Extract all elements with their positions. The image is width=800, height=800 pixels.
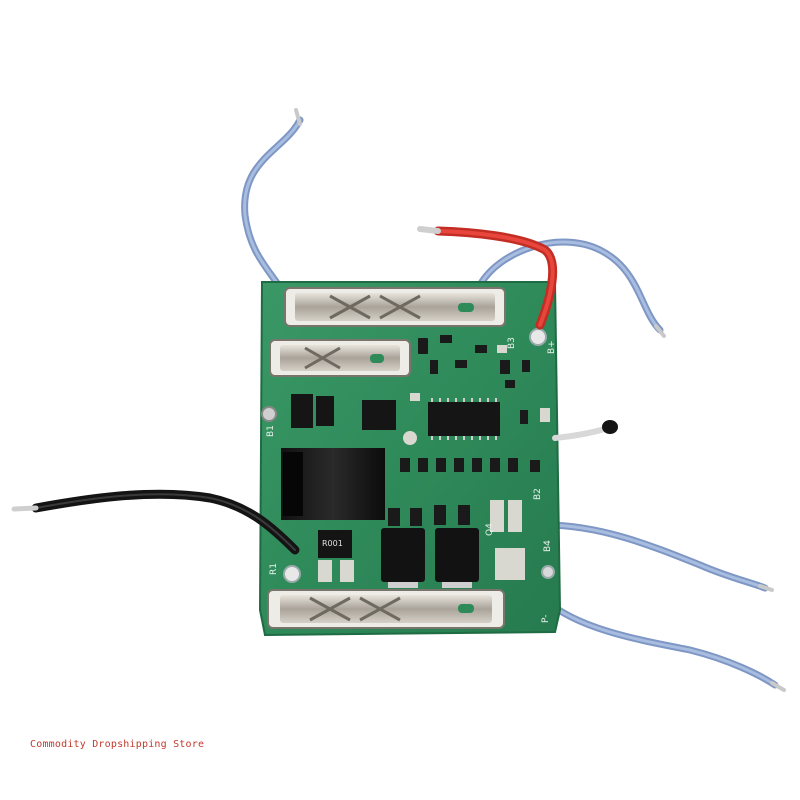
black-wire [11,489,300,555]
svg-text:P-: P- [541,615,551,623]
shunt-resistor [318,530,352,558]
mosfet-left-top [291,394,313,428]
silkscreen-labels: B3 B+ B1 B2 R1 B4 P- Q4 [266,337,557,623]
pcb-board: B3 B+ B1 B2 R1 B4 P- Q4 R001 [258,281,562,637]
svg-text:B3: B3 [507,337,517,349]
blue-wire-right-middle [541,521,774,592]
ic-chip-small [362,400,396,430]
svg-text:B+: B+ [547,340,557,354]
power-mosfet-left [381,528,425,588]
battery-contact-top [284,287,506,327]
battery-contact-middle [269,339,411,377]
svg-text:Q4: Q4 [485,523,495,536]
power-mosfet-right [435,528,479,588]
red-wire [417,226,558,330]
thermistor [552,420,618,441]
store-watermark: Commodity Dropshipping Store [30,739,205,750]
ic-chip-main [428,398,500,440]
svg-text:B1: B1 [266,425,276,437]
shunt-marking: R001 [322,539,343,548]
dc-power-jack [281,448,385,520]
svg-text:B4: B4 [543,540,553,552]
mosfet-right-top [316,396,334,426]
svg-text:R1: R1 [269,563,279,575]
svg-text:B2: B2 [533,488,543,500]
blue-wire-top-left [241,108,304,299]
smd-capacitors [318,345,550,582]
blue-wire-top-right [476,238,666,338]
smd-components [388,335,540,526]
battery-contact-bottom [267,589,505,629]
blue-wire-right-bottom [541,596,786,692]
